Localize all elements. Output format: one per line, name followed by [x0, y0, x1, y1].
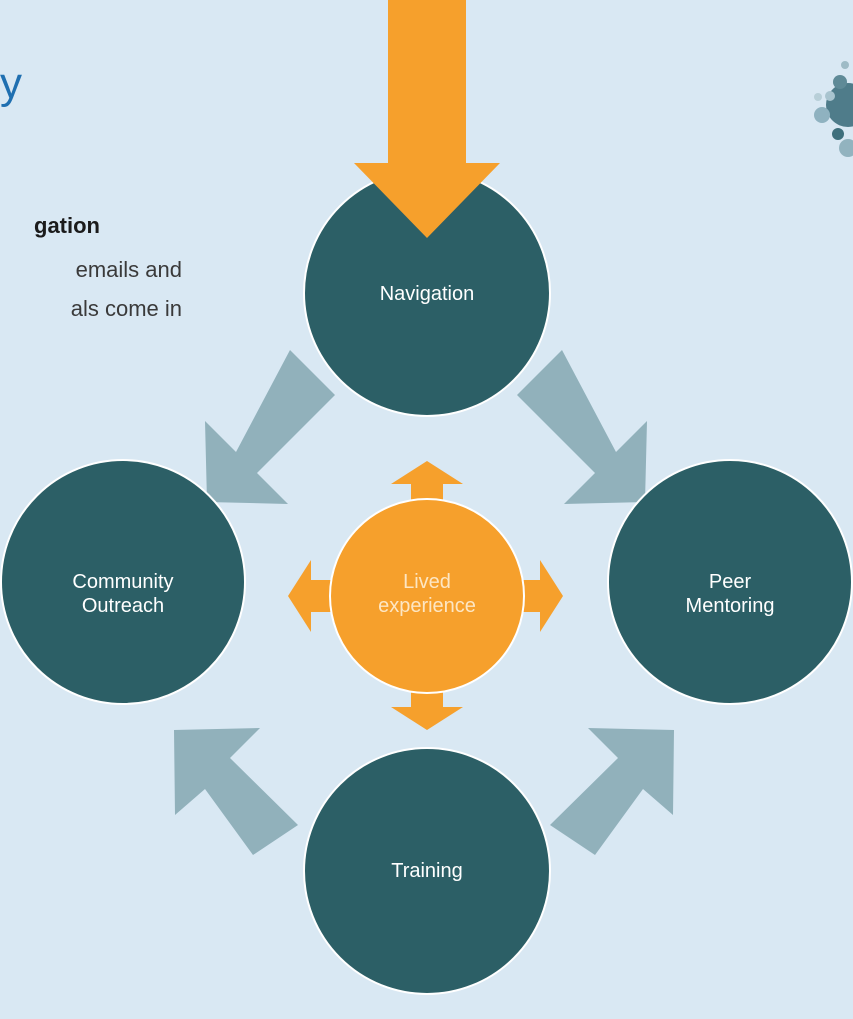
center-lived-experience-label: Lived experience: [378, 571, 476, 617]
center-lived-experience: [288, 461, 563, 730]
incoming-orange-arrow: [354, 0, 500, 238]
arrow-nav-to-outreach: [205, 350, 335, 504]
arrow-training-to-outreach: [174, 728, 298, 855]
node-community-outreach-label: Community Outreach: [72, 571, 174, 617]
body-text-line-1: emails and: [75, 257, 182, 282]
section-heading-fragment: gation: [34, 213, 100, 238]
dots-cluster-logo: [814, 61, 853, 157]
node-training: [303, 747, 551, 995]
node-community-outreach: [0, 459, 246, 705]
node-navigation-label: Navigation: [379, 283, 475, 305]
node-peer-mentoring-label: Peer Mentoring: [685, 571, 775, 617]
slide-title-fragment: y: [0, 59, 22, 108]
node-training-label: Training: [391, 860, 463, 882]
body-text-line-2: als come in: [70, 296, 182, 321]
arrow-training-to-mentoring: [550, 728, 674, 855]
node-peer-mentoring: [607, 459, 853, 705]
arrow-nav-to-mentoring: [517, 350, 647, 504]
